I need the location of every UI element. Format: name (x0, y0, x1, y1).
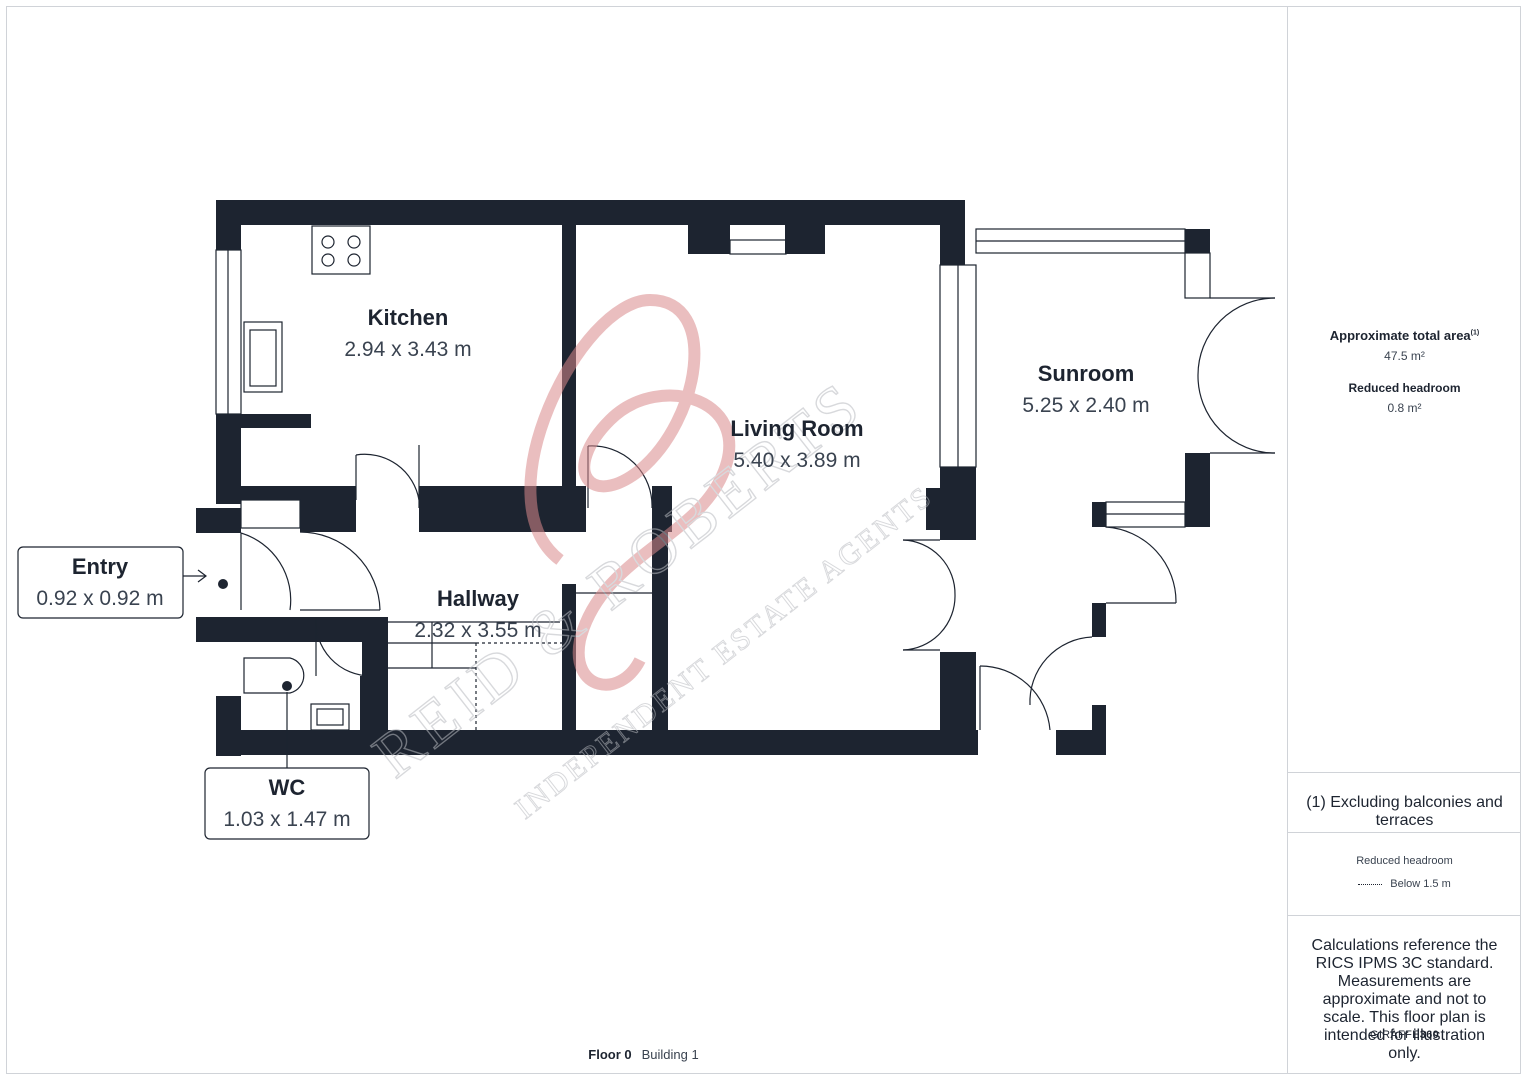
toilet-icon (243, 657, 305, 694)
footnote: (1) Excluding balconies and terraces (1306, 794, 1503, 829)
callout-leaders (183, 569, 288, 768)
kitchen-name: Kitchen (368, 305, 449, 330)
hallway-name: Hallway (437, 586, 520, 611)
fireplace-icon (729, 239, 787, 255)
room-labels: Kitchen 2.94 x 3.43 m Living Room 5.40 x… (344, 305, 1149, 642)
doors (240, 297, 1276, 731)
hallway-dims: 2.32 x 3.55 m (414, 619, 541, 642)
sidebar-rule-1 (1288, 772, 1521, 773)
brand-logo: GIRAFFE360 (1369, 1029, 1440, 1041)
kitchen-dims: 2.94 x 3.43 m (344, 338, 471, 361)
dotted-line-icon (1358, 883, 1383, 885)
living-dims: 5.40 x 3.89 m (733, 449, 860, 472)
basin-icon (310, 703, 350, 731)
legend-block: Reduced headroom Below 1.5 m (1288, 854, 1521, 892)
building-label: Building 1 (641, 1047, 699, 1062)
total-area-sup: (1) (1470, 329, 1480, 337)
page-frame (6, 6, 1521, 1074)
walls (196, 200, 1210, 756)
floor-plan: REID & ROBERTS INDEPENDENT ESTATE AGENTS… (17, 200, 1276, 840)
sunroom-dims: 5.25 x 2.40 m (1022, 394, 1149, 417)
sink-icon (243, 321, 283, 393)
entry-callout: Entry 0.92 x 0.92 m (17, 546, 184, 619)
floor-label: Floor 0 (588, 1047, 632, 1062)
total-area-value: 47.5 m² (1384, 349, 1425, 363)
reduced-headroom-value: 0.8 m² (1387, 401, 1422, 415)
sidebar-rule-2 (1288, 832, 1521, 833)
disclaimer: Calculations reference the RICS IPMS 3C … (1311, 937, 1498, 1062)
floor-footer: Floor 0 Building 1 (0, 1047, 1287, 1062)
legend-item: Below 1.5 m (1390, 878, 1451, 890)
entry-dims: 0.92 x 0.92 m (36, 587, 163, 610)
wc-dims: 1.03 x 1.47 m (223, 808, 350, 831)
entry-name: Entry (72, 554, 129, 579)
sidebar-rule-3 (1288, 915, 1521, 916)
wc-callout: WC 1.03 x 1.47 m (204, 767, 370, 840)
living-name: Living Room (730, 416, 863, 441)
wc-marker-dot (282, 681, 292, 691)
sidebar-divider (1287, 6, 1288, 1074)
total-area-block: Approximate total area(1) 47.5 m² Reduce… (1288, 328, 1521, 415)
entry-marker-dot (218, 579, 228, 589)
legend-title: Reduced headroom (1356, 855, 1453, 867)
fixtures (243, 225, 787, 731)
wc-name: WC (269, 775, 306, 800)
windows (215, 228, 1211, 529)
sunroom-name: Sunroom (1038, 361, 1135, 386)
total-area-label: Approximate total area (1329, 328, 1471, 343)
reduced-headroom-label: Reduced headroom (1348, 381, 1461, 395)
hob-icon (311, 225, 371, 275)
